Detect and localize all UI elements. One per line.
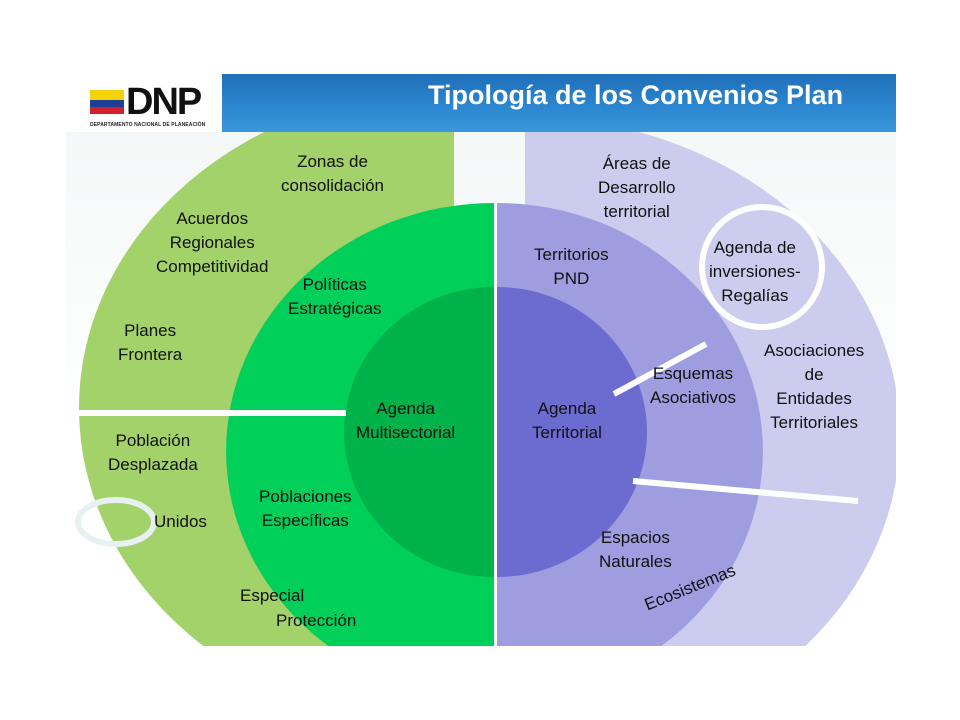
logo-subtitle: DEPARTAMENTO NACIONAL DE PLANEACIÓN [90,122,206,128]
label-espacios-naturales: Espacios Naturales [599,528,672,571]
flag-red-stripe [90,107,124,114]
convenios-diagram [75,132,896,646]
label-territorios-pnd: Territorios PND [534,245,609,288]
header-band [222,74,896,132]
label-poblaciones-especificas: Poblaciones Específicas [259,487,352,530]
slide-title: Tipología de los Convenios Plan [428,80,844,110]
label-planes-frontera: Planes Frontera [118,321,183,364]
header: DNP DEPARTAMENTO NACIONAL DE PLANEACIÓN … [66,74,896,132]
right-lower-separator [632,478,859,504]
label-proteccion: Protección [276,611,357,630]
label-areas-desarrollo: Áreas de Desarrollo territorial [598,154,676,221]
label-agenda-territorial: Agenda Territorial [532,399,602,442]
label-agenda-inversiones-regalias: Agenda de inversiones- Regalías [709,238,801,305]
flag-blue-stripe [90,100,124,107]
label-esquemas-asociativos: Esquemas Asociativos [650,364,736,407]
highlight-circle [699,204,825,330]
slide: DNP DEPARTAMENTO NACIONAL DE PLANEACIÓN … [66,74,896,646]
label-zonas-consolidacion: Zonas de consolidación [281,152,385,195]
dnp-logo: DNP DEPARTAMENTO NACIONAL DE PLANEACIÓN [66,74,222,132]
label-especial: Especial [240,586,305,605]
decorative-swoosh [75,497,157,547]
label-agenda-multisectorial: Agenda Multisectorial [356,399,456,442]
logo-text: DNP [126,81,202,123]
label-poblacion-desplazada: Población Desplazada [108,431,198,474]
label-politicas-estrategicas: Políticas Estratégicas [288,275,382,318]
label-asociaciones-entidades: Asociaciones de Entidades Territoriales [764,341,865,432]
left-core [344,287,494,577]
right-upper-separator [612,341,708,397]
right-core [497,287,647,577]
label-unidos: Unidos [154,512,207,531]
label-acuerdos-regionales: Acuerdos Regionales Competitividad [156,209,269,276]
flag-yellow-stripe [90,90,124,100]
